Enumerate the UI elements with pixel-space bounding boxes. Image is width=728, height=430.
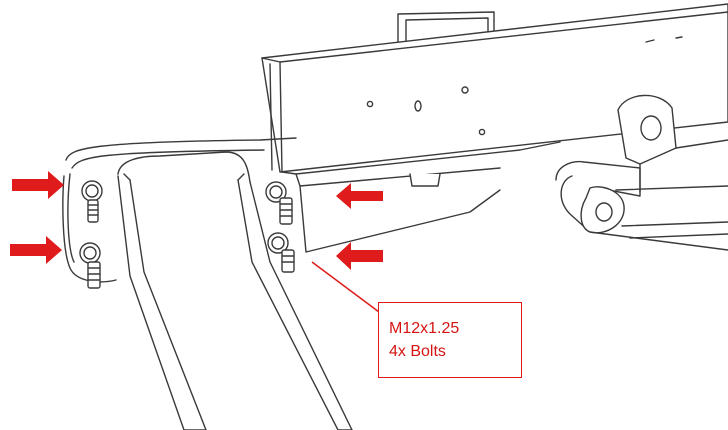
red-arrow-icon xyxy=(12,171,64,199)
bolt xyxy=(79,242,101,289)
red-arrows xyxy=(10,171,383,270)
bolt-spec-callout: M12x1.25 4x Bolts xyxy=(378,302,522,378)
main-beam xyxy=(261,3,728,173)
diagonal-leg xyxy=(117,151,353,430)
bolt-group-left xyxy=(79,180,103,289)
frame-linework xyxy=(62,3,728,430)
lower-plate xyxy=(281,141,561,253)
red-arrow-icon xyxy=(336,242,383,270)
callout-leader-line xyxy=(311,261,380,313)
bolt-spec-quantity: 4x Bolts xyxy=(389,343,446,360)
bolt xyxy=(81,180,103,223)
red-arrow-icon xyxy=(336,183,383,209)
bolt-group-right xyxy=(265,181,295,273)
bolt-spec-size: M12x1.25 xyxy=(389,320,460,337)
bolt xyxy=(267,232,295,273)
pivot-arm xyxy=(555,94,728,251)
red-arrow-icon xyxy=(10,236,62,264)
bolt xyxy=(265,181,293,225)
